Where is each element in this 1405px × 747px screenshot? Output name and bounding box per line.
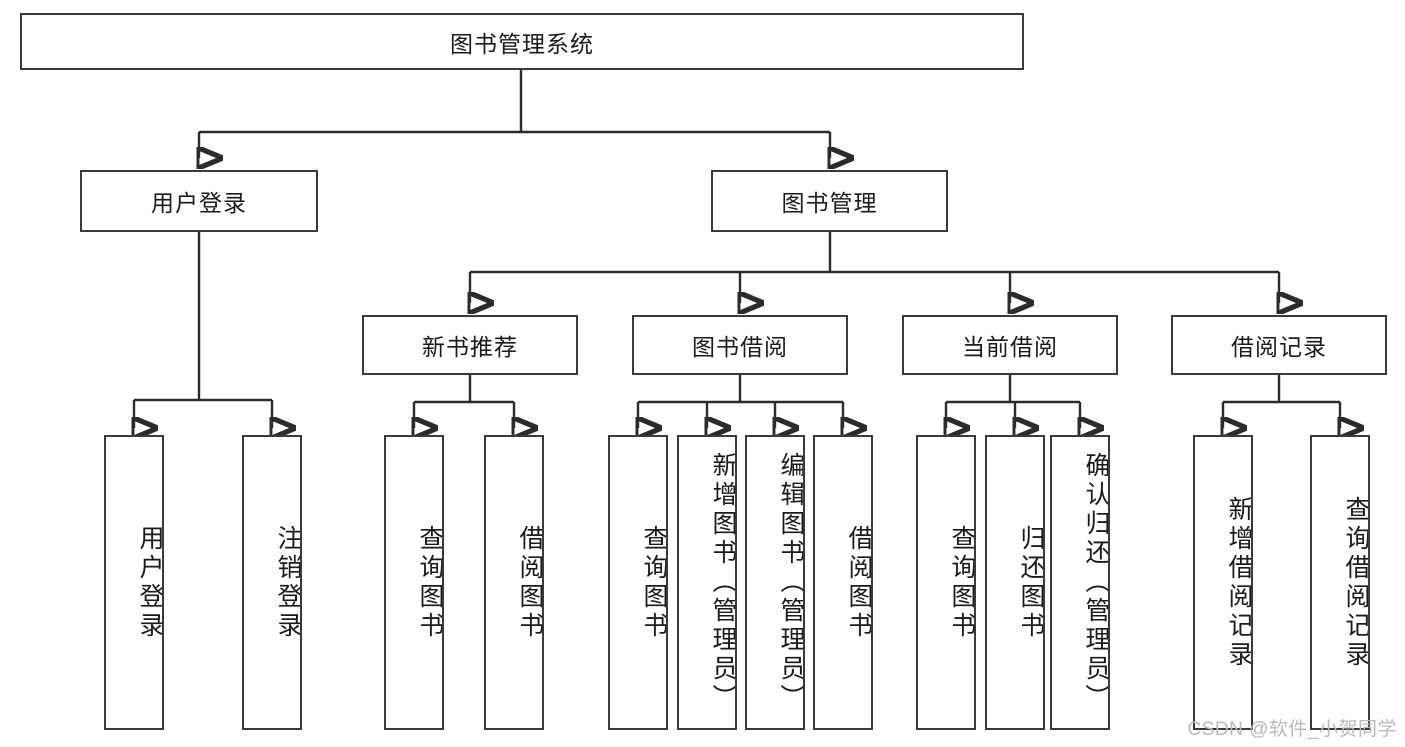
leaf-query-book-borrow[interactable]: 查询图书 — [608, 435, 668, 730]
node-book-borrow[interactable]: 图书借阅 — [632, 315, 848, 375]
leaf-add-book-admin[interactable]: 新增图书（管理员） — [677, 435, 737, 730]
node-root-system[interactable]: 图书管理系统 — [20, 13, 1024, 70]
leaf-confirm-return-admin[interactable]: 确认归还（管理员） — [1050, 435, 1110, 730]
node-borrow-record[interactable]: 借阅记录 — [1171, 315, 1387, 375]
node-current-borrow[interactable]: 当前借阅 — [902, 315, 1118, 375]
csdn-watermark: CSDN @软件_小贺同学 — [1187, 719, 1397, 740]
node-user-login[interactable]: 用户登录 — [80, 170, 318, 232]
leaf-query-book-current[interactable]: 查询图书 — [916, 435, 976, 730]
leaf-query-book-recommend[interactable]: 查询图书 — [384, 435, 444, 730]
leaf-borrow-book[interactable]: 借阅图书 — [813, 435, 873, 730]
leaf-query-borrow-record[interactable]: 查询借阅记录 — [1310, 435, 1370, 730]
leaf-borrow-book-recommend[interactable]: 借阅图书 — [484, 435, 544, 730]
leaf-logout[interactable]: 注销登录 — [242, 435, 302, 730]
leaf-edit-book-admin[interactable]: 编辑图书（管理员） — [745, 435, 805, 730]
leaf-user-login[interactable]: 用户登录 — [104, 435, 164, 730]
node-new-book-recommend[interactable]: 新书推荐 — [362, 315, 578, 375]
leaf-add-borrow-record[interactable]: 新增借阅记录 — [1193, 435, 1253, 730]
node-book-management[interactable]: 图书管理 — [711, 170, 948, 232]
leaf-return-book[interactable]: 归还图书 — [985, 435, 1045, 730]
